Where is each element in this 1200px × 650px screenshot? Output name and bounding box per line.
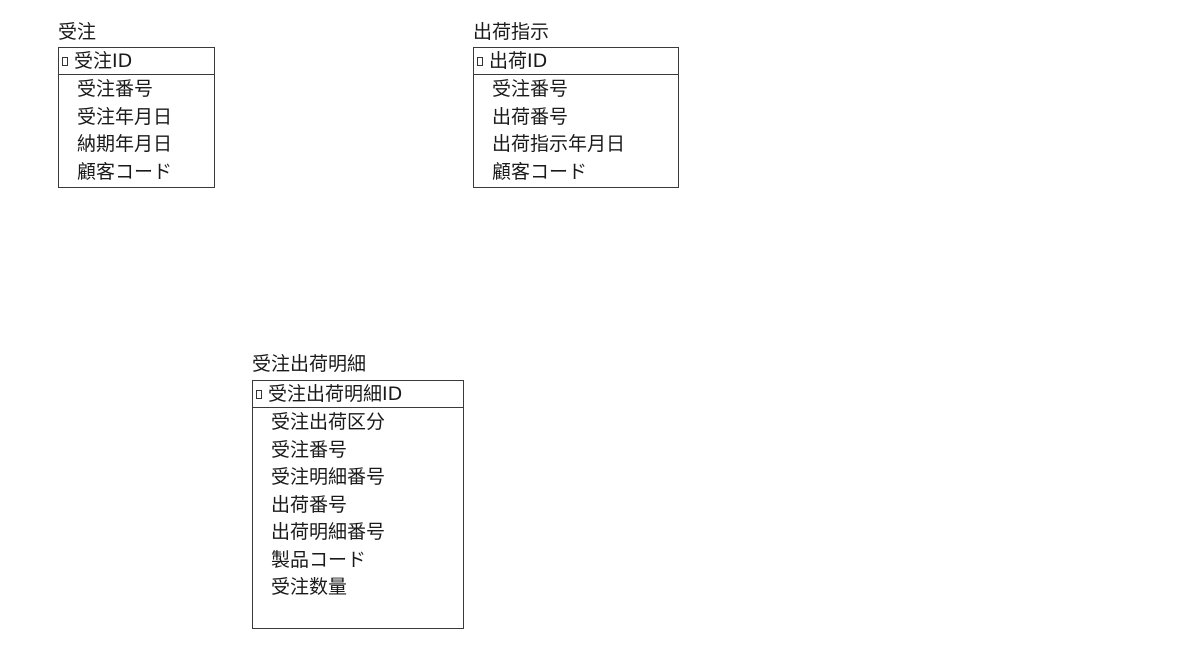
entity-juchu-shukka-meisai[interactable]: 受注出荷明細 受注出荷明細ID 受注出荷区分 受注番号 受注明細番号 出荷番号 … (252, 352, 464, 629)
attribute[interactable]: 受注出荷区分 (271, 411, 386, 433)
entity-box[interactable]: 受注ID 受注番号 受注年月日 納期年月日 顧客コード (58, 47, 215, 188)
primary-key-row[interactable]: 受注出荷明細ID (253, 381, 463, 408)
entity-box[interactable]: 受注出荷明細ID 受注出荷区分 受注番号 受注明細番号 出荷番号 出荷明細番号 … (252, 380, 464, 629)
entity-title: 受注 (58, 21, 97, 43)
attribute[interactable]: 受注番号 (492, 78, 569, 100)
attribute-list: 受注出荷区分 受注番号 受注明細番号 出荷番号 出荷明細番号 製品コード 受注数… (253, 408, 463, 602)
attribute[interactable]: 受注番号 (271, 438, 348, 461)
attribute[interactable]: 受注年月日 (77, 105, 173, 128)
attribute[interactable]: 受注明細番号 (271, 466, 386, 488)
primary-key-icon (477, 56, 483, 66)
entity-title: 受注出荷明細 (252, 353, 367, 375)
primary-key-row[interactable]: 出荷ID (474, 48, 678, 75)
attribute[interactable]: 出荷指示年月日 (492, 133, 626, 155)
attribute[interactable]: 受注数量 (271, 576, 348, 598)
attribute[interactable]: 出荷明細番号 (271, 521, 386, 543)
attribute[interactable]: 出荷番号 (492, 105, 569, 128)
attribute[interactable]: 出荷番号 (271, 493, 348, 516)
primary-key-icon (62, 56, 68, 66)
primary-key-row[interactable]: 受注ID (59, 48, 214, 75)
primary-key-field: 受注出荷明細ID (268, 382, 403, 405)
entity-title: 出荷指示 (473, 21, 550, 43)
attribute-list: 受注番号 出荷番号 出荷指示年月日 顧客コード (474, 75, 678, 186)
attribute[interactable]: 顧客コード (77, 160, 173, 183)
attribute[interactable]: 顧客コード (492, 160, 588, 183)
attribute[interactable]: 納期年月日 (77, 133, 173, 155)
primary-key-icon (256, 389, 262, 399)
entity-shukka-shiji[interactable]: 出荷指示 出荷ID 受注番号 出荷番号 出荷指示年月日 顧客コード (473, 20, 679, 188)
entity-box[interactable]: 出荷ID 受注番号 出荷番号 出荷指示年月日 顧客コード (473, 47, 679, 188)
attribute[interactable]: 製品コード (271, 548, 367, 571)
primary-key-field: 受注ID (74, 49, 133, 72)
attribute[interactable]: 受注番号 (77, 78, 154, 100)
primary-key-field: 出荷ID (489, 49, 548, 72)
attribute-list: 受注番号 受注年月日 納期年月日 顧客コード (59, 75, 214, 186)
entity-juchu[interactable]: 受注 受注ID 受注番号 受注年月日 納期年月日 顧客コード (58, 20, 215, 188)
